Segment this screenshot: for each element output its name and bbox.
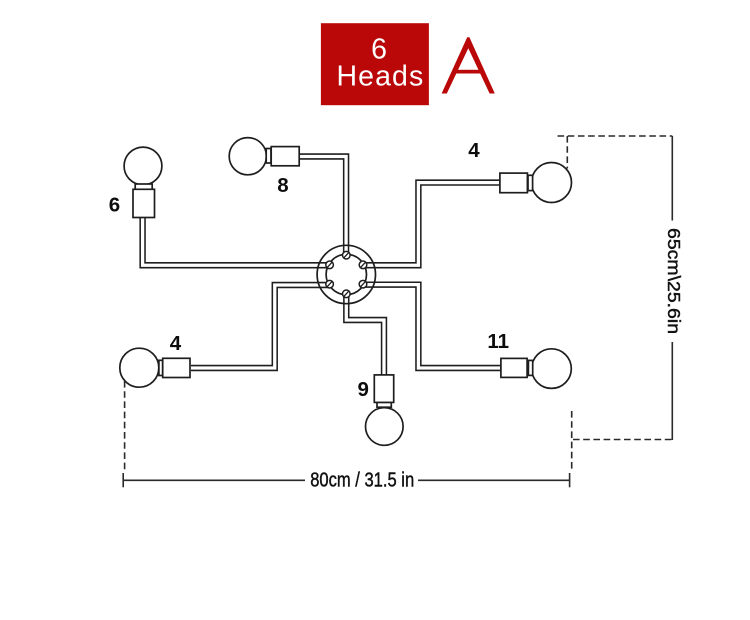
svg-text:65cm\25.6in: 65cm\25.6in: [664, 228, 684, 334]
svg-text:8: 8: [277, 174, 288, 197]
svg-text:6: 6: [371, 34, 387, 66]
svg-text:80cm / 31.5 in: 80cm / 31.5 in: [310, 469, 414, 492]
svg-text:4: 4: [468, 139, 480, 162]
svg-text:6: 6: [109, 194, 120, 217]
svg-text:9: 9: [357, 378, 368, 401]
svg-text:Heads: Heads: [336, 61, 424, 93]
svg-text:4: 4: [170, 332, 182, 355]
svg-text:11: 11: [487, 330, 509, 353]
